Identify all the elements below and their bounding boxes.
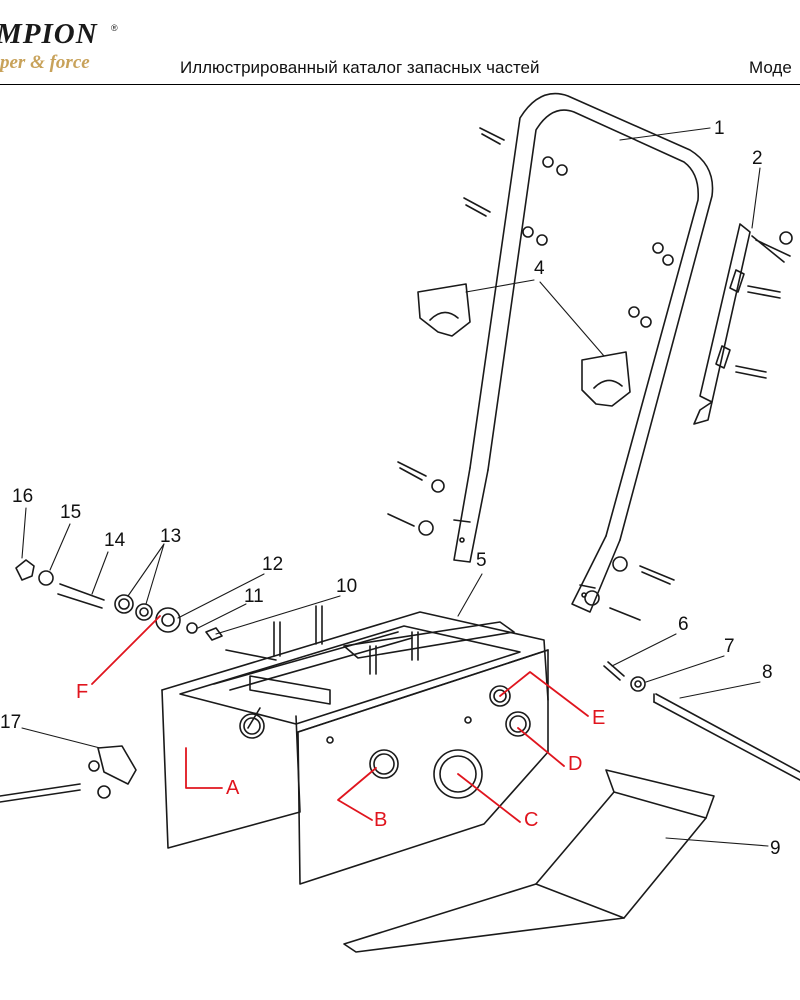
callout-4: 4 (534, 258, 545, 279)
callout-14: 14 (104, 530, 126, 551)
reference-leaders (91, 615, 589, 823)
callout-1: 1 (714, 118, 725, 139)
callout-6: 6 (678, 614, 689, 635)
ref-letter-c: C (524, 809, 538, 831)
brand-logo: MPION (0, 18, 98, 50)
handle-bolts (387, 127, 675, 621)
callout-9: 9 (770, 838, 781, 859)
callout-5: 5 (476, 550, 487, 571)
left-axle (0, 745, 137, 803)
catalog-header: MPION ® per & force Иллюстрированный кат… (0, 0, 800, 90)
side-bracket (693, 223, 793, 425)
catalog-title: Иллюстрированный каталог запасных частей (180, 58, 540, 77)
ref-letter-d: D (568, 753, 582, 775)
callout-16: 16 (12, 486, 33, 507)
main-housing (161, 605, 549, 885)
callout-15: 15 (60, 502, 81, 523)
callout-10: 10 (336, 576, 357, 597)
callout-7: 7 (724, 636, 735, 657)
model-label: Моде (749, 58, 792, 77)
handle-frame (453, 92, 714, 613)
callout-8: 8 (762, 662, 773, 683)
leader-lines (21, 127, 769, 847)
registered-mark: ® (111, 23, 118, 33)
callout-13: 13 (160, 526, 181, 547)
brand-tagline: per & force (0, 52, 90, 73)
rear-axle (603, 661, 800, 781)
handle-clips (417, 283, 631, 407)
ref-letter-a: A (226, 777, 240, 799)
header-divider (0, 84, 800, 85)
callout-17: 17 (0, 712, 21, 733)
ref-letter-b: B (374, 809, 387, 831)
callout-11: 11 (244, 586, 264, 607)
callout-2: 2 (752, 148, 763, 169)
part-number-labels: 1 2 4 5 6 7 8 9 10 11 12 13 14 15 16 17 (0, 118, 781, 859)
drive-shaft-assembly (15, 559, 277, 661)
callout-12: 12 (262, 554, 283, 575)
bottom-guard (343, 769, 715, 953)
ref-letter-e: E (592, 707, 605, 729)
ref-letter-f: F (76, 681, 88, 703)
reference-letter-labels: A B C D E F (76, 681, 605, 831)
